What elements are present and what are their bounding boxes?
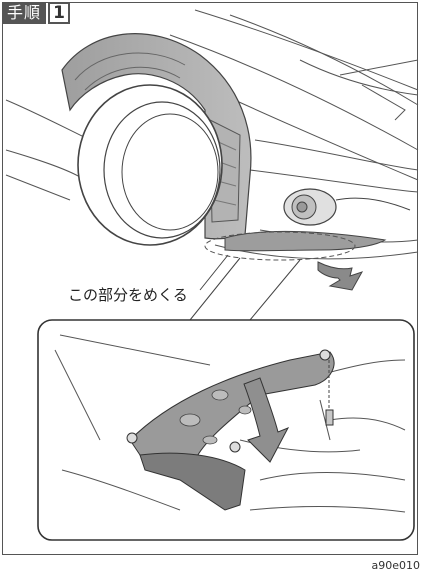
step-badge: 手順 1: [2, 2, 71, 24]
callout-leader: [189, 254, 301, 321]
step-label: 手順: [2, 2, 47, 24]
callout-label: この部分をめくる: [68, 286, 188, 304]
figure-frame: [2, 2, 418, 555]
detail-view: [37, 319, 415, 541]
tire: [77, 84, 223, 246]
detail-arrow-icon: [243, 377, 290, 463]
under-cover: [204, 230, 387, 261]
fog-lamp: [283, 188, 411, 226]
step-number: 1: [48, 2, 71, 24]
figure-code: a90e010: [371, 559, 420, 572]
pull-down-arrow-icon: [317, 261, 364, 291]
